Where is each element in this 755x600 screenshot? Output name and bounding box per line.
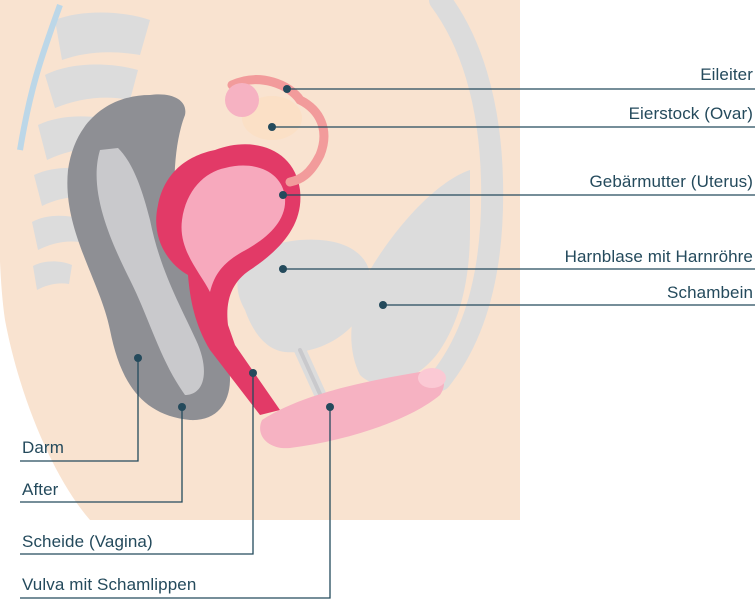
label-schambein: Schambein — [667, 283, 753, 302]
leader-lines — [20, 88, 755, 599]
leader-scheide — [20, 373, 254, 555]
label-harnblase: Harnblase mit Harnröhre — [564, 247, 753, 266]
bladder — [237, 239, 371, 353]
vulva — [260, 371, 444, 449]
fallopian-tube — [227, 75, 329, 187]
labia-tip — [418, 368, 446, 388]
bowel-inner — [96, 148, 204, 395]
abdominal-wall — [429, 0, 504, 391]
leader-after — [20, 407, 183, 503]
label-vulva: Vulva mit Schamlippen — [22, 575, 197, 594]
label-eierstock: Eierstock (Ovar) — [628, 104, 753, 123]
spinal-canal — [17, 3, 63, 151]
tube-fimbria — [225, 83, 259, 117]
label-after: After — [22, 480, 59, 499]
label-darm: Darm — [22, 438, 64, 457]
label-eileiter: Eileiter — [700, 65, 753, 84]
leader-dots — [134, 85, 387, 411]
leader-vulva — [20, 407, 331, 599]
leader-darm — [20, 358, 139, 462]
label-scheide: Scheide (Vagina) — [22, 532, 153, 551]
uterus-inner — [181, 165, 286, 292]
pubic-bone — [351, 170, 470, 385]
label-gebaermutter: Gebärmutter (Uterus) — [589, 172, 753, 191]
